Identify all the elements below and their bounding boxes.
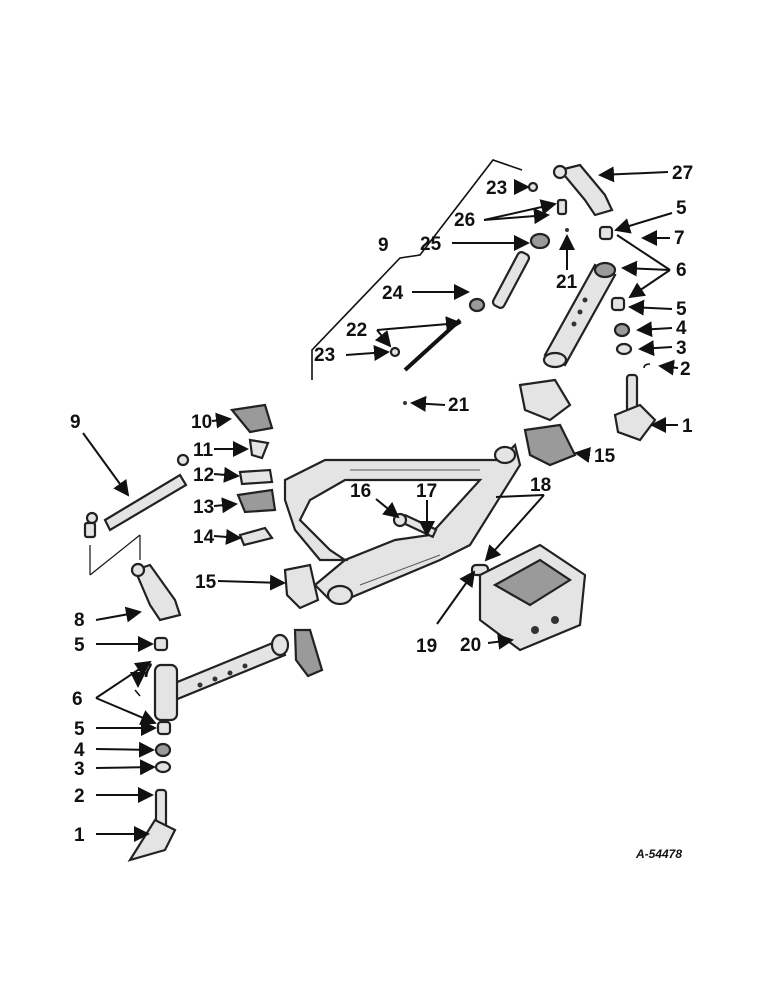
callout-26: 26 [454,210,475,231]
callout-15-right: 15 [594,446,616,467]
callout-8: 8 [74,610,85,631]
callout-21-top: 21 [556,272,578,293]
callout-24: 24 [382,283,404,304]
bracket-9-upper [311,159,523,380]
callout-9-top: 9 [378,235,389,256]
steering-arm-right [552,163,614,217]
callout-7-left: 7 [142,661,153,682]
spindle-right [613,373,657,442]
callout-22: 22 [346,320,367,341]
callout-6-right: 6 [676,260,687,281]
axle-cap-right [518,378,577,467]
bushing-parts-left [134,636,172,774]
callout-4-left: 4 [74,740,85,761]
callout-27: 27 [672,163,693,184]
callout-19: 19 [416,636,437,657]
callout-14: 14 [193,527,215,548]
callout-20: 20 [460,635,481,656]
callout-5-left-top: 5 [74,635,85,656]
axle-extension-right [542,261,617,369]
steering-arm-left [130,562,182,622]
callout-21-bottom: 21 [448,395,470,416]
callout-23-bottom: 23 [314,345,335,366]
callout-25: 25 [420,234,442,255]
leader-lines [82,166,679,842]
tie-rod-assembly-left [83,453,190,576]
callout-3-right: 3 [676,338,687,359]
callout-9-left: 9 [70,412,81,433]
callout-23-top: 23 [486,178,507,199]
axle-cap-left [283,563,324,678]
callout-16: 16 [350,481,371,502]
callout-11: 11 [193,440,214,461]
figure-reference: A-54478 [635,847,682,861]
spindle-left [127,788,177,862]
callout-5-right-top: 5 [676,198,687,219]
front-axle-frame [283,442,522,606]
callout-15-left: 15 [195,572,217,593]
callout-5-left-bottom: 5 [74,719,85,740]
callout-17: 17 [416,481,437,502]
callout-1-right: 1 [682,416,693,437]
callout-10: 10 [191,412,212,433]
callout-13: 13 [193,497,214,518]
axle-support-bracket [478,543,587,652]
callout-3-left: 3 [74,759,85,780]
callout-18: 18 [530,475,551,496]
callout-12: 12 [193,465,214,486]
bracket-parts-stack [229,403,277,547]
axle-extension-left [153,633,290,722]
callout-5-right-bottom: 5 [676,299,687,320]
callout-2-right: 2 [680,359,691,380]
callout-2-left: 2 [74,786,85,807]
callout-1-left: 1 [74,825,85,846]
bushing-parts-right [598,225,651,369]
tie-rod-assembly-upper [389,181,569,405]
callout-4-right: 4 [676,318,687,339]
callout-7-right: 7 [674,228,685,249]
callout-labels: 1 2 3 4 5 6 7 5 27 15 23 26 9 25 21 24 2… [70,163,693,861]
callout-6-left: 6 [72,689,83,710]
pivot-pin [392,512,438,539]
